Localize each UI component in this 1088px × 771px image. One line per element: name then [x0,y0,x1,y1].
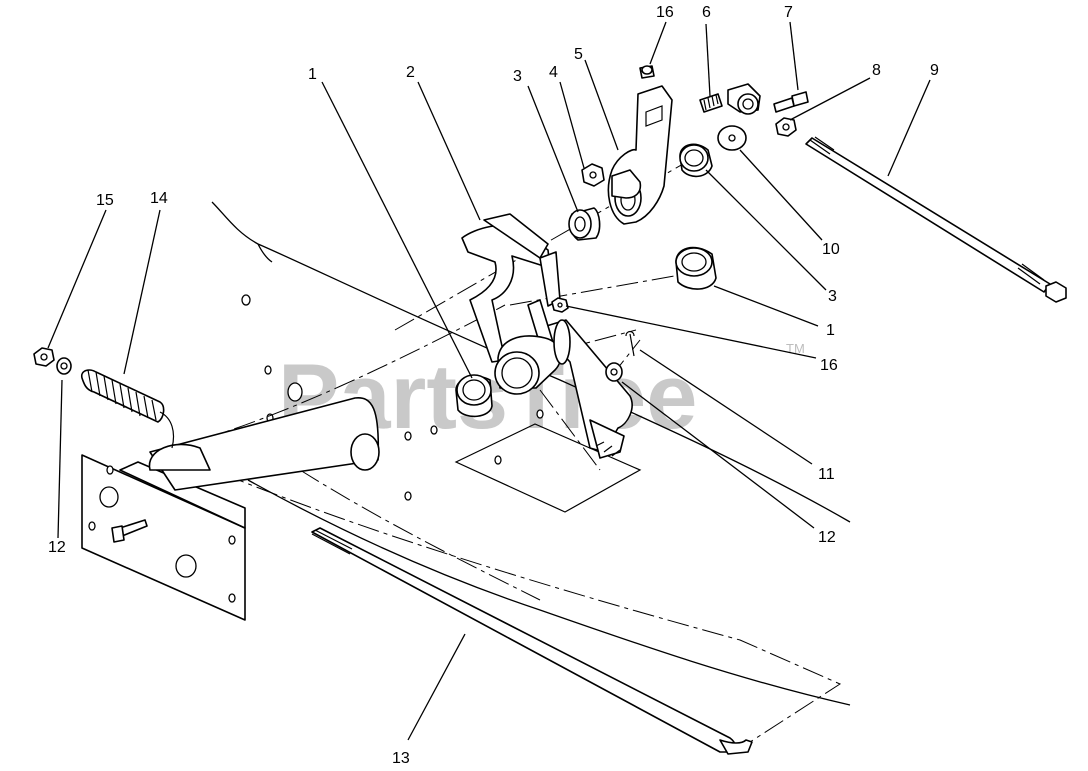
bolt-small [773,91,809,113]
threaded-rod [805,136,1067,303]
callout-2: 2 [406,64,415,81]
washer-right [605,362,623,382]
hex-nut-left [33,347,55,367]
frame-hole [430,425,438,435]
washer-10 [717,125,747,151]
callout-11: 11 [818,466,835,483]
frame-hole [536,409,544,419]
callout-12-right: 12 [818,529,836,546]
screw-top [639,65,655,79]
callout-15: 15 [96,192,114,209]
callout-8: 8 [872,62,881,79]
callout-1-right: 1 [826,322,835,339]
callout-3: 3 [513,68,522,85]
frame-hole [287,382,303,402]
callout-3-right: 3 [828,288,837,305]
callout-6: 6 [702,4,711,21]
lever-assembly [494,299,633,459]
callout-1: 1 [308,66,317,83]
frame-hole [494,455,502,465]
callout-7: 7 [784,4,793,21]
pivot-bracket [461,213,561,363]
callout-13: 13 [392,750,410,767]
bushing-3-right [679,143,713,178]
nut-upper [581,163,605,187]
frame-hole [241,294,251,306]
callout-16: 16 [656,4,674,21]
bushing-lower [455,374,493,418]
callout-10: 10 [822,241,840,258]
long-rod [311,527,753,755]
frame-hole [264,365,272,375]
frame-panel [211,201,851,706]
adjust-screw [699,93,723,113]
nut-8 [775,117,797,137]
mounting-plate [81,397,380,621]
callout-9: 9 [930,62,939,79]
callout-14: 14 [150,190,168,207]
bushing-upper [568,207,601,241]
cam-plate [607,85,673,225]
callouts: 1 2 3 4 5 16 6 7 8 9 10 3 1 16 11 12 15 … [48,4,939,767]
ball-joint [727,83,761,115]
leader-lines [47,21,931,741]
washer-left [56,357,72,375]
cotter-pin [625,330,635,357]
callout-5: 5 [574,46,583,63]
frame-hole [404,431,412,441]
callout-16-right: 16 [820,357,838,374]
tension-spring [80,369,175,449]
frame-hole [404,491,412,501]
nut-lever [551,297,569,313]
callout-4: 4 [549,64,558,81]
callout-12-left: 12 [48,539,66,556]
bushing-right [675,246,717,290]
